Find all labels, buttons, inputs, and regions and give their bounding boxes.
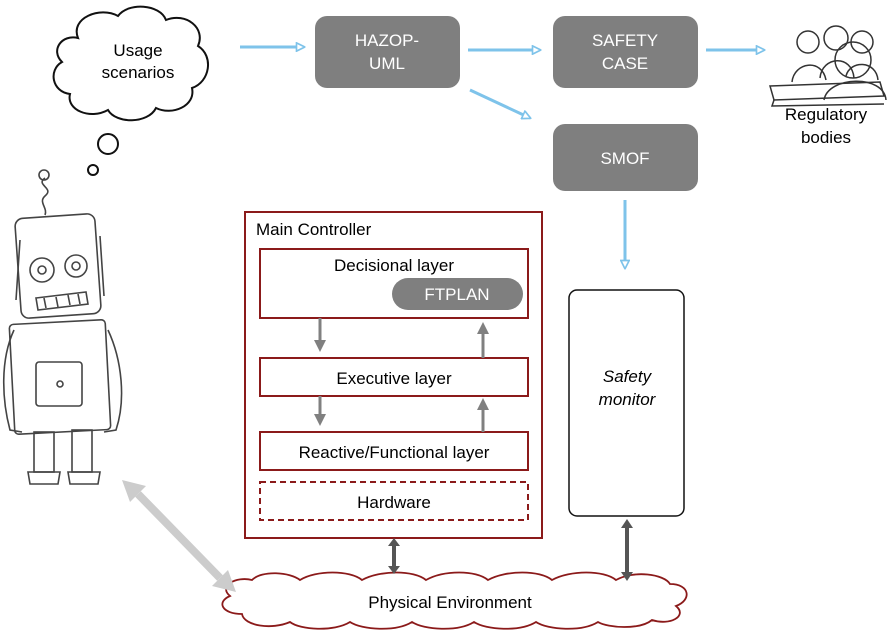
ftplan-box — [392, 278, 523, 310]
safety-case-label-line2: CASE — [602, 54, 648, 73]
arrow-monitor-environment — [621, 519, 633, 581]
thought-bubble-large — [97, 133, 119, 155]
physical-environment-label: Physical Environment — [368, 593, 532, 612]
main-controller-title: Main Controller — [256, 220, 372, 239]
usage-scenarios-cloud: Usage scenarios — [52, 5, 210, 122]
hardware-layer — [259, 481, 529, 521]
smof-label: SMOF — [600, 149, 649, 168]
hazop-uml-box: HAZOP- UML — [315, 16, 460, 88]
safety-case-box: SAFETY CASE — [553, 16, 698, 88]
hardware-label: Hardware — [357, 493, 431, 512]
arrow-hazop-to-smof — [469, 88, 530, 118]
reactive-functional-layer — [259, 431, 529, 471]
hazop-label-line1: HAZOP- — [355, 31, 419, 50]
arrow-robot-environment — [122, 480, 236, 592]
thought-bubble-small — [87, 164, 99, 176]
ftplan-label: FTPLAN — [424, 285, 489, 304]
main-controller: Main Controller Decisional layer FTPLAN … — [244, 211, 543, 539]
safety-monitor-label-line2: monitor — [599, 390, 657, 409]
regulatory-bodies-icon — [769, 25, 887, 107]
robot-sketch-icon — [2, 169, 123, 485]
arrow-controller-environment — [388, 538, 400, 574]
reactive-layer-label: Reactive/Functional layer — [299, 443, 490, 462]
regulatory-label-line1: Regulatory — [785, 105, 868, 124]
usage-label-line1: Usage — [113, 41, 162, 60]
decisional-layer-label: Decisional layer — [334, 256, 454, 275]
safety-monitor-label-line1: Safety — [603, 367, 653, 386]
safety-case-label-line1: SAFETY — [592, 31, 658, 50]
safety-monitor: Safety monitor — [568, 289, 685, 517]
smof-box: SMOF — [553, 124, 698, 191]
executive-layer — [259, 357, 529, 397]
usage-label-line2: scenarios — [102, 63, 175, 82]
hazop-label-line2: UML — [369, 54, 405, 73]
executive-layer-label: Executive layer — [336, 369, 452, 388]
physical-environment-cloud: Physical Environment — [221, 571, 688, 630]
regulatory-label-line2: bodies — [801, 128, 851, 147]
